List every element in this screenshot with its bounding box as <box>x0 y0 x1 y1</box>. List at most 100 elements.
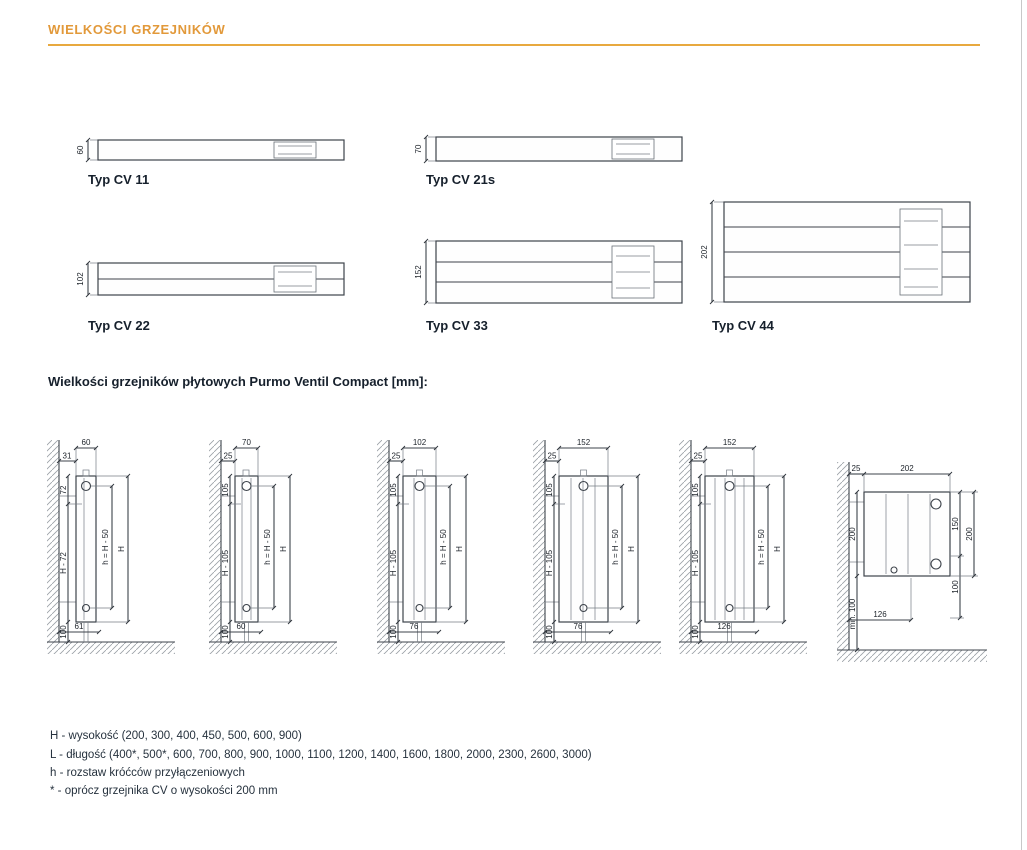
dim-label-right-lower: 100 <box>951 580 960 594</box>
dim-label-top-width: 152 <box>577 438 591 447</box>
cv22-type-label: Typ CV 22 <box>88 318 150 333</box>
valve-section <box>899 208 943 296</box>
cv11-type-label: Typ CV 11 <box>88 172 150 187</box>
radiator-panel <box>558 475 609 623</box>
dim-label-total-height: H <box>455 546 464 552</box>
dim-label-top-width: 60 <box>82 438 91 447</box>
dim-label-wall-gap: 31 <box>63 452 72 461</box>
dim-label-top-offset: 72 <box>59 485 68 494</box>
dim-label-pipe-axis: h = H - 50 <box>263 529 272 565</box>
vent-valve-head <box>82 469 90 477</box>
dim-label-top-width: 102 <box>413 438 427 447</box>
wall-hatch <box>209 440 221 642</box>
radiator-panel <box>234 475 259 623</box>
dim-label-pipe-axis: h = H - 50 <box>611 529 620 565</box>
header-divider <box>48 44 980 46</box>
dim-label-mid: H - 72 <box>59 552 68 574</box>
upper-connection-circle <box>930 498 942 510</box>
dim-label-top-offset: 105 <box>389 483 398 497</box>
legend-line-pipe-spacing: h - rozstaw króćców przyłączeniowych <box>50 767 245 779</box>
cv44-type-label: Typ CV 44 <box>712 318 774 333</box>
dim-label-left-height: 200 <box>848 527 857 541</box>
dim-label-total-height: H <box>773 546 782 552</box>
floor-hatch <box>377 642 505 654</box>
dim-label-mid: H - 105 <box>389 549 398 576</box>
dim-label-top-width: 202 <box>900 464 914 473</box>
dim-label-top-offset: 105 <box>545 483 554 497</box>
dimension-lines <box>542 445 641 645</box>
depth-dimension: 70 <box>414 134 436 164</box>
dim-label-right-total: 200 <box>965 527 974 541</box>
valve-section <box>273 265 317 293</box>
cv44-mounting-detail-drawing: 25 202 200 150 100 200 min. 100 126 <box>837 462 987 662</box>
dim-label-floor-clearance: 100 <box>691 625 700 639</box>
floor-hatch <box>837 650 987 662</box>
vent-valve-head <box>242 469 250 477</box>
dimension-lines <box>386 445 469 645</box>
valve-section <box>611 138 655 160</box>
dim-label-bottom-depth: 76 <box>574 622 583 631</box>
depth-dimension: 60 <box>76 137 98 163</box>
cv21s-side-view-drawing: 70 25 105 H - 105 100 60 h = H - 50 H <box>209 438 337 654</box>
wall-hatch <box>47 440 59 642</box>
dim-label-mid: H - 105 <box>545 549 554 576</box>
valve-section <box>273 141 317 159</box>
page-title: WIELKOŚCI GRZEJNIKÓW <box>48 22 226 37</box>
dim-label-bottom-depth: 126 <box>873 610 887 619</box>
wall-hatch <box>837 462 849 650</box>
dim-label-floor-clearance: 100 <box>59 625 68 639</box>
cv33-top-view-drawing: 152 <box>414 238 683 306</box>
dim-label-wall-gap: 25 <box>392 452 401 461</box>
depth-dimension: 102 <box>76 260 98 298</box>
drain-plug-circle <box>890 566 898 574</box>
cv21s-type-label: Typ CV 21s <box>426 172 496 187</box>
vent-valve-head <box>726 469 733 477</box>
section-subtitle: Wielkości grzejników płytowych Purmo Ven… <box>48 374 428 389</box>
mounting-brackets <box>389 495 403 603</box>
page-edge-line <box>1021 0 1022 850</box>
dim-label-mid: H - 105 <box>691 549 700 576</box>
depth-dimension: 152 <box>414 238 436 306</box>
dim-label-depth: 102 <box>76 272 85 286</box>
dim-label-wall-gap: 25 <box>694 452 703 461</box>
legend-line-footnote: * - oprócz grzejnika CV o wysokości 200 … <box>50 785 278 797</box>
dim-label-pipe-axis: h = H - 50 <box>757 529 766 565</box>
vent-valve-head <box>416 469 423 477</box>
cv11-side-view-drawing: 60 31 72 H - 72 100 61 h = H - 50 H <box>47 438 175 654</box>
dimension-lines <box>218 445 293 645</box>
dim-label-bottom-depth: 76 <box>410 622 419 631</box>
dim-label-pipe-axis: h = H - 50 <box>439 529 448 565</box>
dim-label-floor-clearance: 100 <box>221 625 230 639</box>
dim-label-depth: 202 <box>700 245 709 259</box>
dim-label-floor-clearance: 100 <box>389 625 398 639</box>
cv33-side-view-drawing: 152 25 105 H - 105 100 76 h = H - 50 H <box>533 438 661 654</box>
dim-label-top-offset: 105 <box>691 483 700 497</box>
dim-label-wall-gap: 25 <box>852 464 861 473</box>
wall-hatch <box>533 440 545 642</box>
cv21s-top-view-drawing: 70 <box>414 134 683 164</box>
dimension-lines <box>688 445 787 645</box>
dim-label-top-offset: 105 <box>221 483 230 497</box>
mounting-brackets <box>545 495 559 603</box>
lower-connection-circle <box>930 558 942 570</box>
cv33-type-label: Typ CV 33 <box>426 318 488 333</box>
vent-valve-head <box>580 469 587 477</box>
mounting-brackets <box>221 495 235 603</box>
dim-label-depth: 60 <box>76 145 85 154</box>
floor-hatch <box>209 642 337 654</box>
dim-label-depth: 70 <box>414 144 423 153</box>
cv44-side-view-drawing: 152 25 105 H - 105 100 126 h = H - 50 H <box>679 438 807 654</box>
dim-label-top-width: 152 <box>723 438 737 447</box>
legend-line-length: L - długość (400*, 500*, 600, 700, 800, … <box>50 749 592 761</box>
dim-label-wall-gap: 25 <box>224 452 233 461</box>
radiator-panel <box>75 475 97 623</box>
legend-line-height: H - wysokość (200, 300, 400, 450, 500, 6… <box>50 730 302 742</box>
dim-label-right-upper: 150 <box>951 517 960 531</box>
dimension-lines <box>56 445 131 645</box>
depth-dimension: 202 <box>700 199 724 305</box>
dim-label-total-height: H <box>117 546 126 552</box>
wall-hatch <box>377 440 389 642</box>
cv11-top-view-drawing: 60 <box>76 137 345 163</box>
cv22-side-view-drawing: 102 25 105 H - 105 100 76 h = H - 50 H <box>377 438 505 654</box>
